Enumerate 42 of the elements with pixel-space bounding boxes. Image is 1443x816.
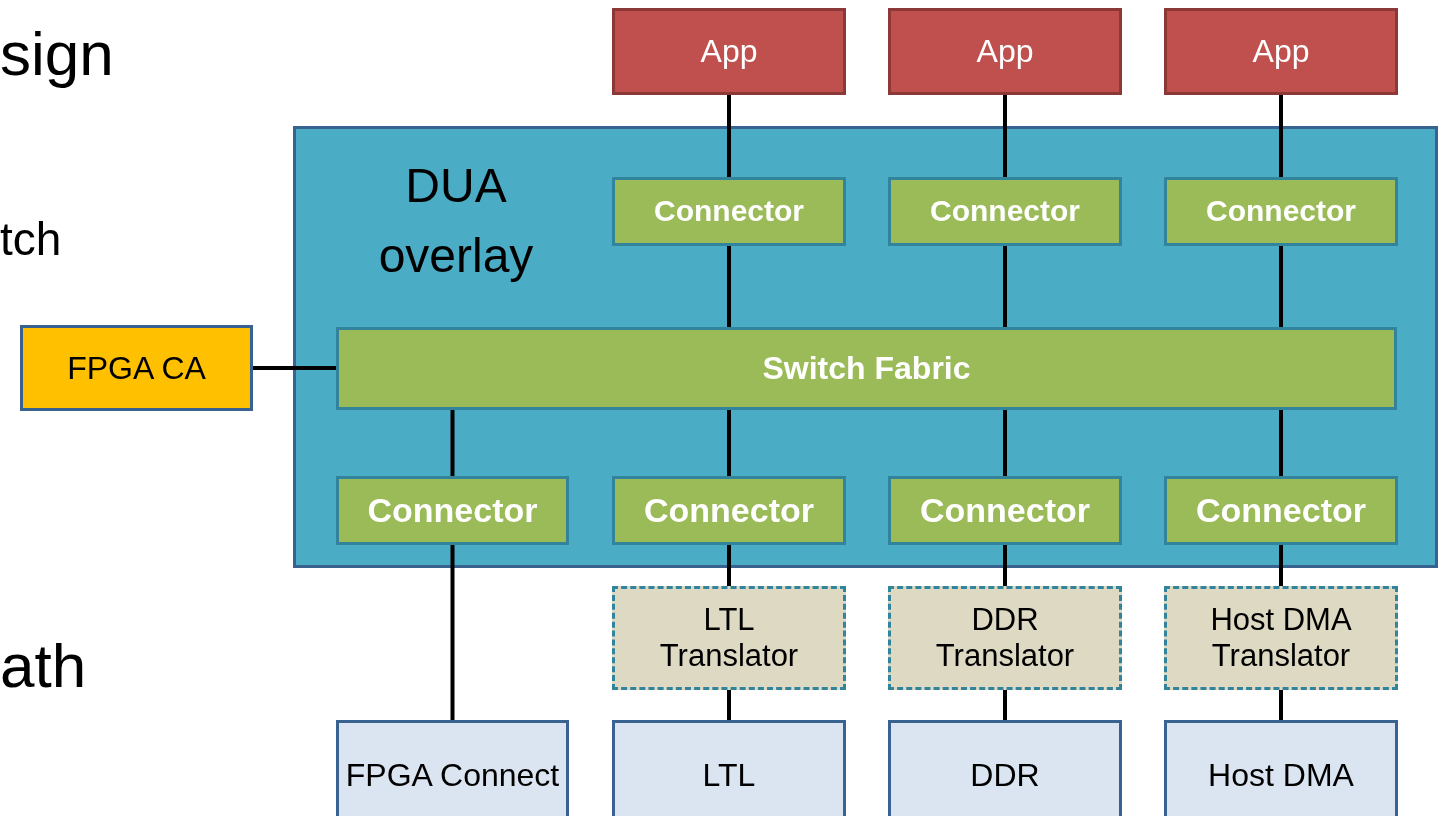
connector-line: [1003, 410, 1007, 476]
endpoint-box: Host DMA: [1164, 720, 1398, 816]
connector-line: [727, 246, 731, 327]
connector-line: [1279, 95, 1283, 177]
connector-line: [450, 410, 455, 476]
connector-box: Connector: [1164, 476, 1398, 545]
connector-line: [727, 95, 731, 177]
translator-box: Host DMA Translator: [1164, 586, 1398, 690]
overlay-panel: [293, 126, 1438, 568]
connector-box: Connector: [612, 177, 846, 246]
app-box: App: [612, 8, 846, 95]
overlay-title: DUA overlay: [377, 158, 535, 284]
connector-line: [727, 545, 731, 586]
agent-box: FPGA CA: [20, 325, 253, 411]
app-box: App: [888, 8, 1122, 95]
endpoint-box: DDR: [888, 720, 1122, 816]
translator-box: DDR Translator: [888, 586, 1122, 690]
switch-fabric-bar: Switch Fabric: [336, 327, 1397, 410]
connector-line: [450, 545, 455, 720]
connector-box: Connector: [1164, 177, 1398, 246]
connector-line: [727, 410, 731, 476]
connector-line: [253, 366, 336, 370]
connector-box: Connector: [612, 476, 846, 545]
connector-line: [1279, 690, 1283, 720]
connector-box: Connector: [888, 476, 1122, 545]
slide-text: sign: [0, 18, 114, 89]
slide-text: tch: [0, 212, 62, 266]
connector-box: Connector: [888, 177, 1122, 246]
endpoint-box: LTL: [612, 720, 846, 816]
endpoint-box: FPGA Connect: [336, 720, 569, 816]
connector-line: [1279, 410, 1283, 476]
connector-box: Connector: [336, 476, 569, 545]
connector-line: [1279, 246, 1283, 327]
connector-line: [727, 690, 731, 720]
app-box: App: [1164, 8, 1398, 95]
translator-box: LTL Translator: [612, 586, 846, 690]
connector-line: [1003, 246, 1007, 327]
connector-line: [1003, 690, 1007, 720]
connector-line: [1003, 95, 1007, 177]
slide-text: ath: [0, 630, 87, 701]
connector-line: [1279, 545, 1283, 586]
connector-line: [1003, 545, 1007, 586]
